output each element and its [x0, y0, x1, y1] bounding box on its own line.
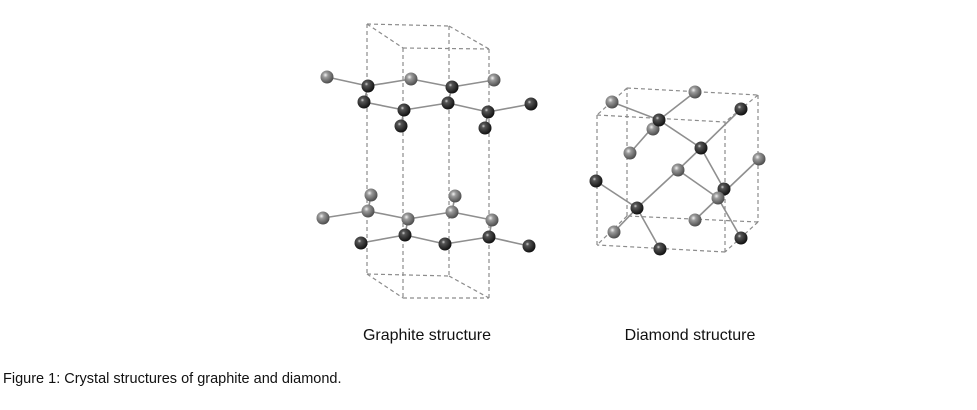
- carbon-atom: [653, 242, 667, 256]
- carbon-atom: [441, 96, 455, 110]
- carbon-atom: [404, 72, 418, 86]
- carbon-atom: [734, 102, 748, 116]
- carbon-atom: [630, 201, 644, 215]
- carbon-atom: [316, 211, 330, 225]
- carbon-atom: [361, 79, 375, 93]
- carbon-atom: [320, 70, 334, 84]
- carbon-atom: [734, 231, 748, 245]
- carbon-atom: [694, 141, 708, 155]
- carbon-atom: [398, 228, 412, 242]
- graphite-lower-layer-atoms: [316, 188, 536, 253]
- carbon-atom: [605, 95, 619, 109]
- carbon-atom: [623, 146, 637, 160]
- carbon-atom: [478, 121, 492, 135]
- carbon-atom: [522, 239, 536, 253]
- carbon-atom: [397, 103, 411, 117]
- diamond-structure-label: Diamond structure: [624, 327, 756, 344]
- carbon-atom: [487, 73, 501, 87]
- carbon-atom: [485, 213, 499, 227]
- carbon-atom: [361, 204, 375, 218]
- graphite-structure-label: Graphite structure: [362, 327, 492, 344]
- carbon-atom: [401, 212, 415, 226]
- carbon-atom: [482, 230, 496, 244]
- diamond-bonds: [595, 91, 760, 250]
- carbon-atom: [481, 105, 495, 119]
- graphite-upper-layer-atoms: [320, 70, 538, 135]
- carbon-atom: [445, 80, 459, 94]
- carbon-atom: [711, 191, 725, 205]
- graphite-structure-diagram: [316, 23, 538, 299]
- carbon-atom: [357, 95, 371, 109]
- carbon-atom: [394, 119, 408, 133]
- carbon-atom: [688, 213, 702, 227]
- carbon-atom: [752, 152, 766, 166]
- diamond-atoms: [589, 85, 766, 256]
- carbon-atom: [354, 236, 368, 250]
- carbon-atom: [688, 85, 702, 99]
- carbon-atom: [445, 205, 459, 219]
- diamond-structure-diagram: [589, 85, 766, 256]
- carbon-atom: [652, 113, 666, 127]
- carbon-atom: [607, 225, 621, 239]
- carbon-atom: [448, 189, 462, 203]
- carbon-atom: [524, 97, 538, 111]
- carbon-atom: [671, 163, 685, 177]
- carbon-atom: [364, 188, 378, 202]
- carbon-atom: [438, 237, 452, 251]
- carbon-atom: [589, 174, 603, 188]
- graphite-unit-cell: [366, 23, 490, 299]
- figure-caption: Figure 1: Crystal structures of graphite…: [3, 371, 342, 387]
